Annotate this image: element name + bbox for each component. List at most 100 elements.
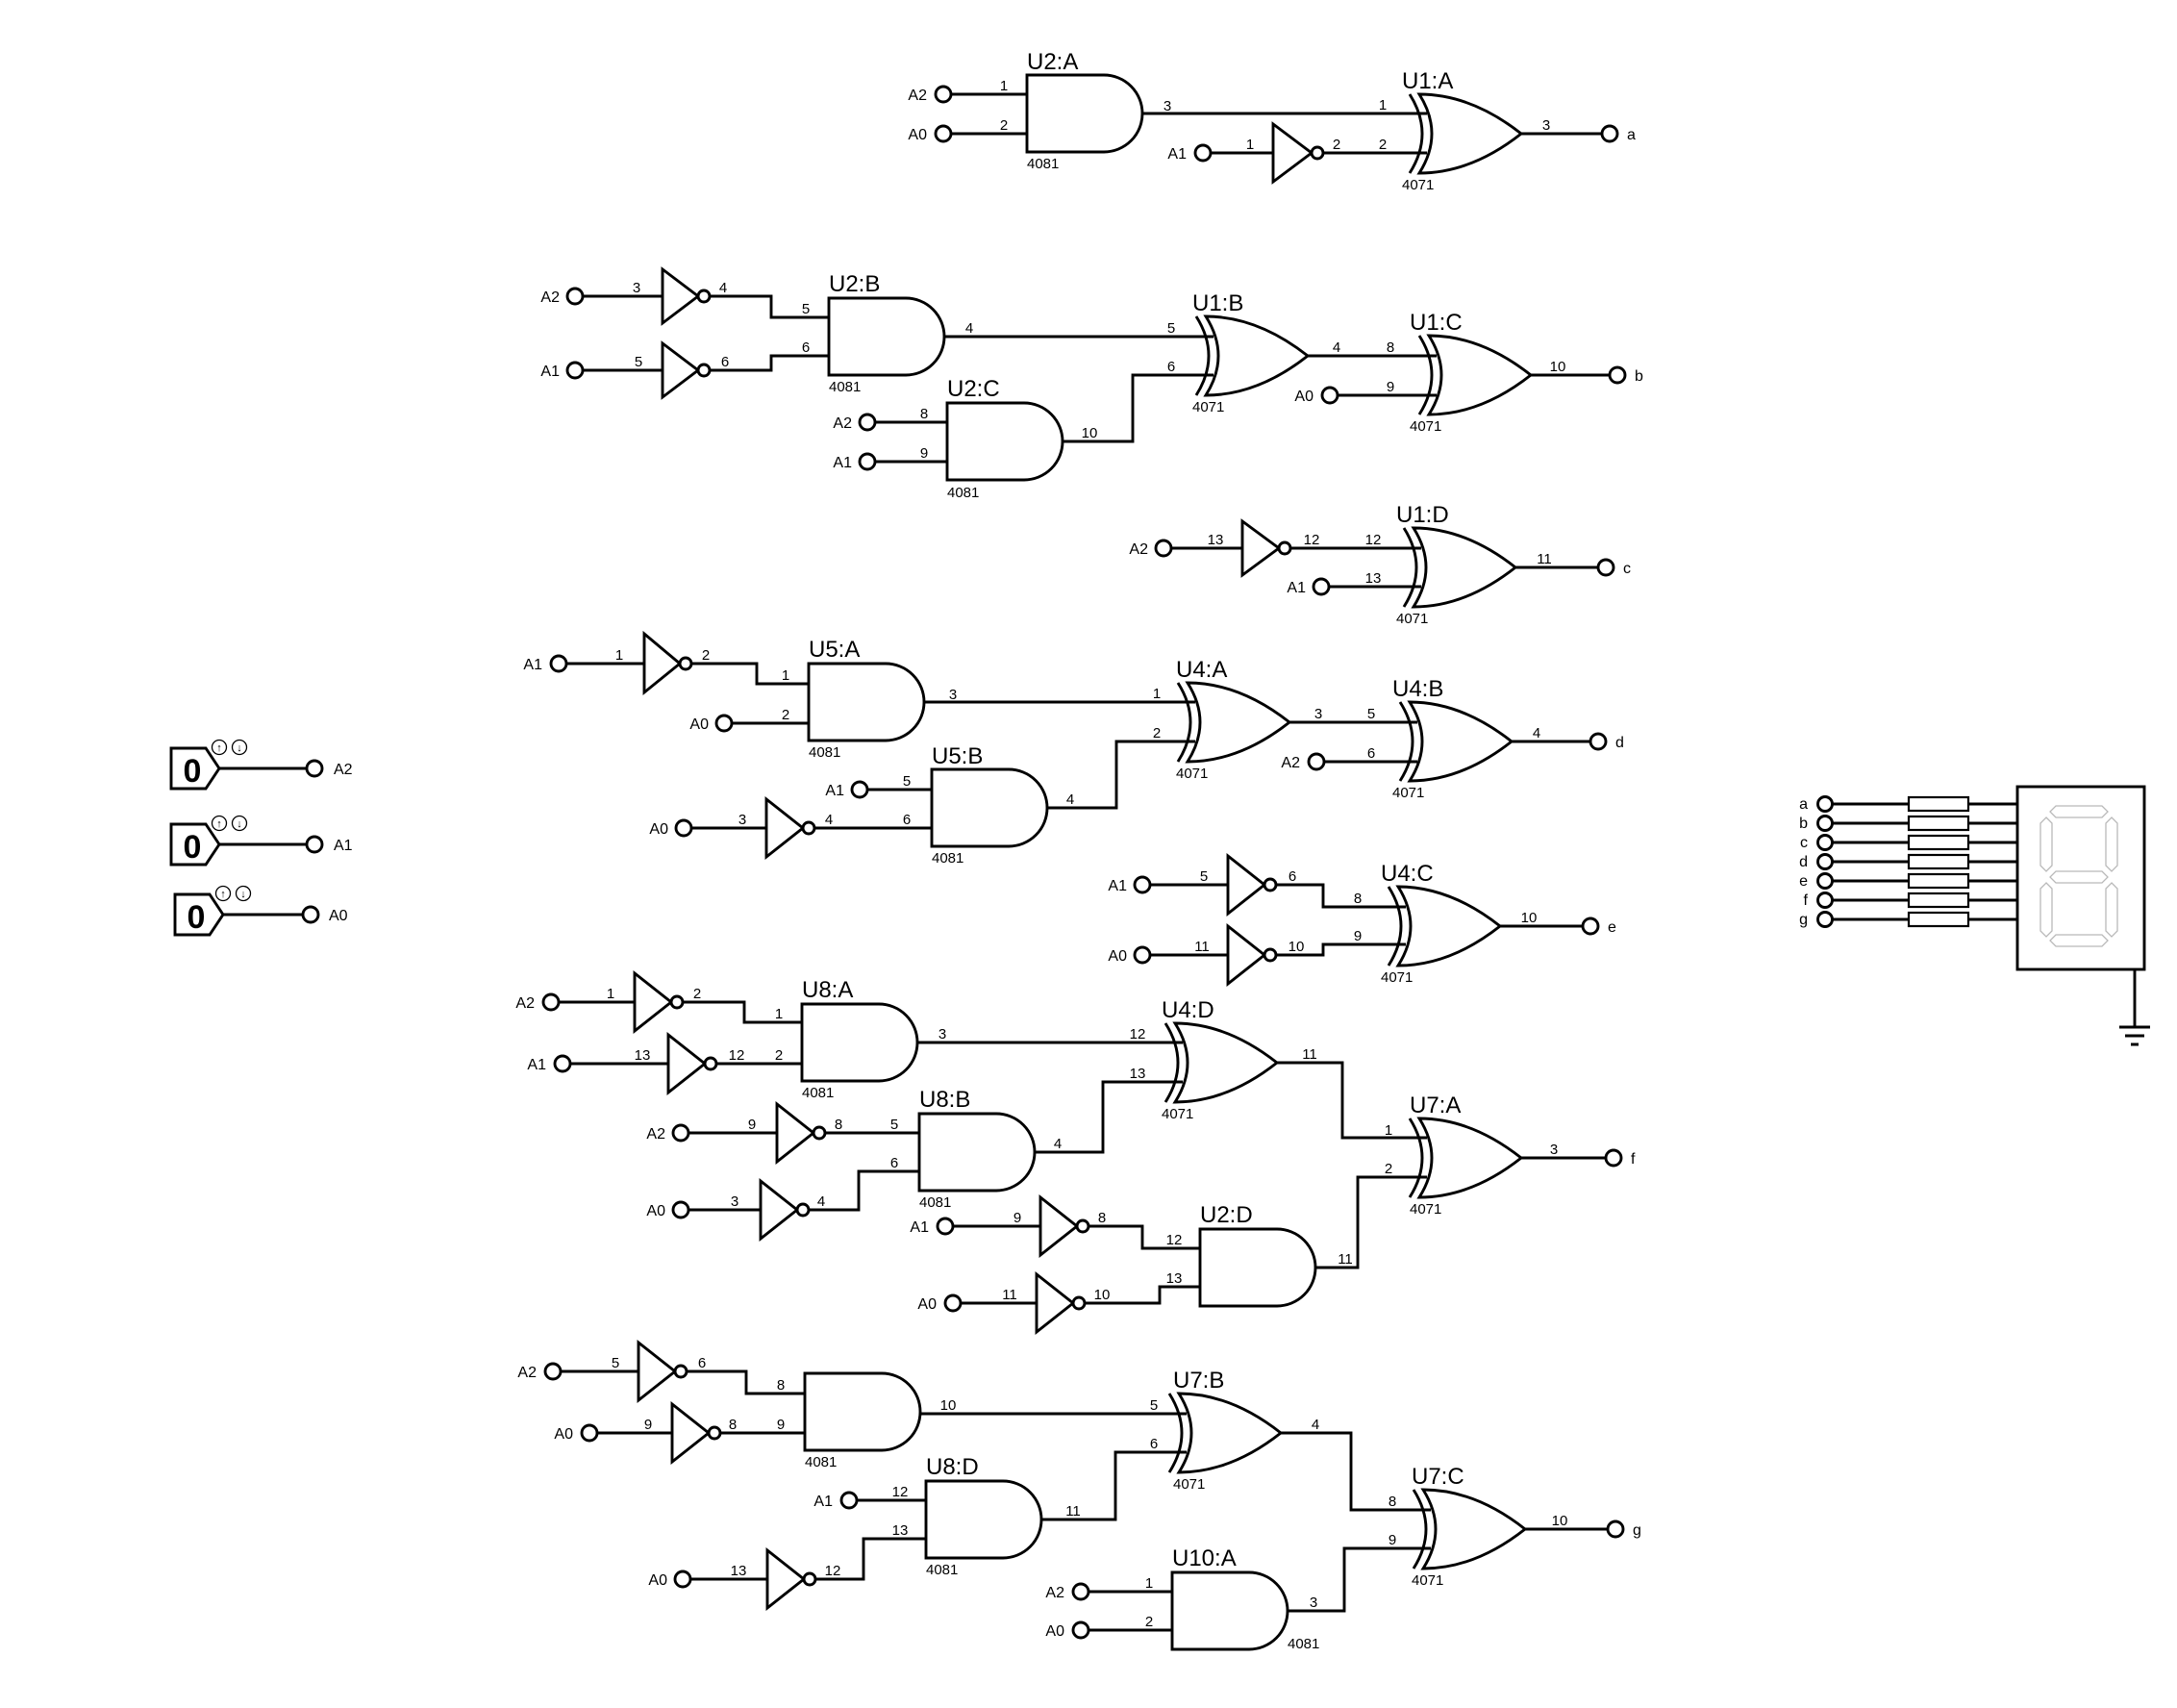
pin-number: 11 — [1537, 551, 1552, 567]
gate-ref: U2:D — [1200, 1202, 1253, 1228]
pin-number: 2 — [1145, 1614, 1153, 1630]
terminal-label: A1 — [825, 783, 844, 799]
terminal-label: A2 — [517, 1365, 537, 1381]
display-input-terminal — [1816, 911, 1834, 928]
resistor — [1907, 853, 1970, 870]
pin-number: 6 — [721, 354, 729, 370]
pin-number: 12 — [1304, 532, 1320, 548]
and-gate-u2d — [1198, 1227, 1317, 1308]
switch-label: A0 — [329, 908, 348, 924]
toggle-down-icon[interactable] — [231, 815, 248, 832]
pin-number: 6 — [1289, 868, 1296, 885]
display-input-g: g — [1799, 911, 2017, 928]
pin-number: 2 — [1333, 137, 1340, 153]
pin-number: 4 — [719, 280, 727, 296]
pin-number: 3 — [949, 687, 957, 703]
gate-part: 4071 — [1392, 785, 1424, 801]
pin-number: 2 — [782, 707, 789, 723]
inverter — [661, 266, 701, 326]
gate-part: 4081 — [1288, 1636, 1319, 1652]
gate-ref: U5:A — [809, 637, 860, 663]
pin-number: 8 — [1387, 339, 1394, 356]
pin-number: 6 — [1367, 745, 1375, 762]
pin-number: 2 — [702, 647, 710, 664]
segment-e-logic: A1 5 6 A0 11 10 U4:C 4071 8 9 10 e — [1108, 853, 1616, 987]
display-input-label: g — [1799, 912, 1808, 928]
gate-ref: U1:D — [1396, 502, 1449, 528]
pin-number: 3 — [1164, 98, 1171, 114]
pin-number: 13 — [1130, 1066, 1146, 1082]
pin-number: 9 — [1389, 1532, 1396, 1548]
display-input-label: f — [1804, 892, 1809, 909]
or-gate-u1c — [1426, 334, 1534, 416]
segment-c-logic: A2 13 12 A1 U1:D 4071 12 13 11 c — [1129, 502, 1631, 627]
gate-part: 4081 — [947, 485, 979, 501]
pin-number: 13 — [1166, 1270, 1183, 1287]
pin-number: 6 — [903, 812, 911, 828]
toggle-up-icon[interactable] — [214, 885, 232, 902]
output-label: c — [1623, 561, 1631, 577]
resistor — [1907, 834, 1970, 851]
or-gate-u4b — [1407, 700, 1514, 783]
display-input-terminal — [1816, 815, 1834, 832]
gate-part: 4071 — [1402, 177, 1434, 193]
and-gate-u8a — [800, 1002, 919, 1083]
toggle-up-icon[interactable] — [211, 739, 228, 756]
input-switch-a1[interactable]: 0 ↑ ↓ A1 — [169, 815, 353, 867]
pin-number: 6 — [890, 1155, 898, 1171]
terminal-label: A0 — [689, 716, 709, 733]
terminal-label: A0 — [1108, 948, 1127, 965]
input-switch-a2[interactable]: 0 ↑ ↓ A2 — [169, 739, 353, 791]
input-switch-a0[interactable]: 0 ↑ ↓ A0 — [173, 885, 348, 937]
output-label: a — [1627, 127, 1636, 143]
gate-ref: U8:A — [802, 977, 853, 1003]
inverter — [666, 1032, 708, 1095]
terminal-label: A0 — [646, 1203, 665, 1219]
toggle-down-icon[interactable] — [231, 739, 248, 756]
toggle-up-icon[interactable] — [211, 815, 228, 832]
svg-text:↓: ↓ — [240, 889, 246, 900]
resistor — [1907, 892, 1970, 909]
svg-text:↓: ↓ — [237, 742, 242, 754]
pin-number: 3 — [1314, 706, 1322, 722]
inverter — [1226, 923, 1267, 987]
or-gate-u1d — [1411, 526, 1518, 609]
gate-part: 4081 — [829, 379, 861, 395]
pin-number: 1 — [615, 647, 623, 664]
terminal-label: A2 — [1281, 755, 1300, 771]
display-input-terminal — [1816, 834, 1834, 851]
pin-number: 5 — [890, 1117, 898, 1133]
pin-number: 3 — [1310, 1595, 1317, 1611]
switch-value: 0 — [184, 753, 202, 790]
terminal-label: A1 — [1287, 580, 1306, 596]
pin-number: 12 — [1130, 1026, 1146, 1042]
or-gate-u1a — [1416, 92, 1524, 175]
pin-number: 9 — [748, 1117, 756, 1133]
gate-ref: U8:B — [919, 1087, 970, 1113]
and-gate-u2c — [945, 401, 1064, 482]
terminal-label: A1 — [910, 1219, 929, 1236]
output-label: d — [1615, 735, 1624, 751]
and-gate-u2a — [1025, 73, 1144, 154]
pin-number: 13 — [1365, 570, 1382, 587]
pin-number: 10 — [1082, 425, 1098, 441]
and-gate-u8c — [803, 1371, 922, 1452]
terminal-label: A0 — [908, 127, 927, 143]
terminal-label: A0 — [554, 1426, 573, 1443]
terminal-label: A1 — [833, 455, 852, 471]
pin-number: 1 — [1000, 78, 1008, 94]
gate-part: 4081 — [1027, 156, 1059, 172]
pin-number: 12 — [729, 1047, 745, 1064]
output-terminal — [1600, 124, 1619, 143]
digit-segments — [2039, 805, 2118, 947]
inverter — [670, 1401, 712, 1465]
pin-number: 5 — [1167, 320, 1175, 337]
pin-number: 1 — [775, 1006, 783, 1022]
pin-number: 12 — [1166, 1232, 1183, 1248]
pin-number: 3 — [938, 1026, 946, 1042]
pin-number: 4 — [1333, 339, 1340, 356]
terminal-label: A2 — [540, 289, 560, 306]
pin-number: 3 — [738, 812, 746, 828]
pin-number: 10 — [940, 1397, 957, 1414]
toggle-down-icon[interactable] — [235, 885, 252, 902]
